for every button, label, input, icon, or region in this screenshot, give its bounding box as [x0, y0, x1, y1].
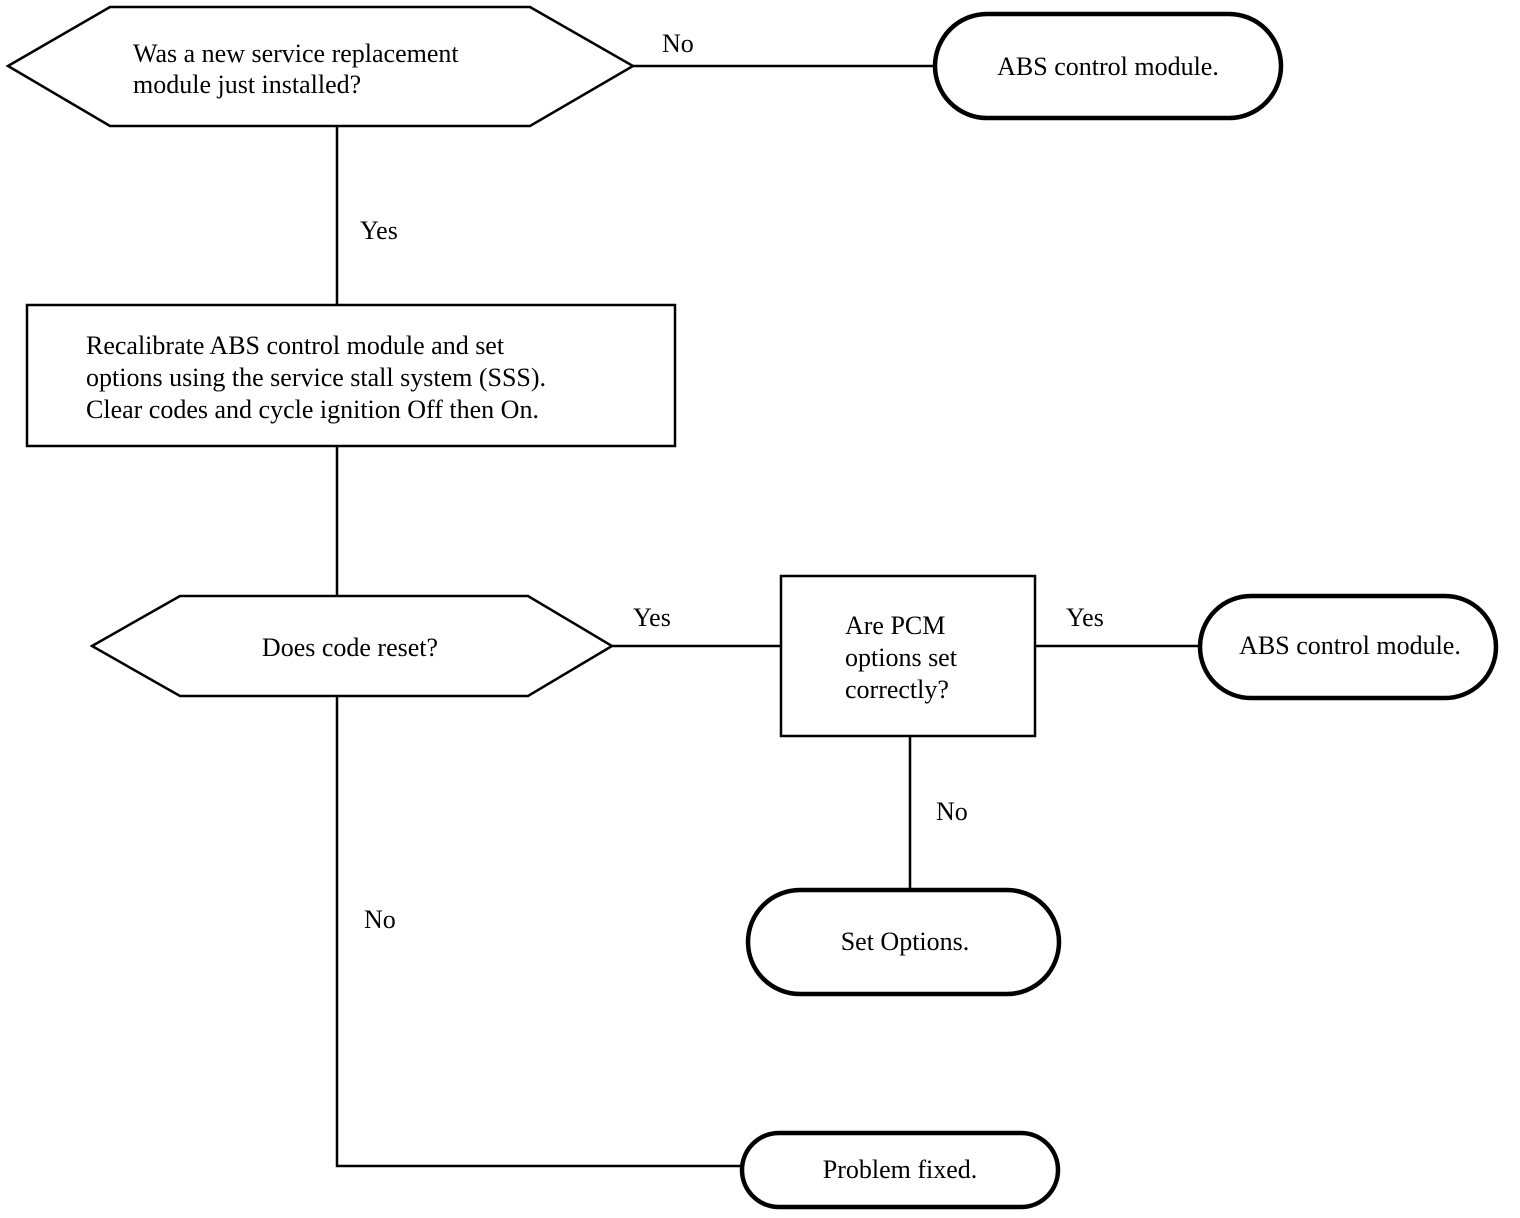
decision-pcm-options: Are PCM options set correctly?: [779, 574, 1037, 738]
terminal-set-options-shape: [745, 887, 1062, 997]
decision-new-module-shape: [5, 5, 636, 128]
terminal-set-options-text: Set Options.: [841, 927, 970, 956]
connectors: [335, 64, 1200, 1168]
decision-code-reset-shape: [89, 594, 615, 698]
process-recalibrate-text: Recalibrate ABS control module and set o…: [86, 331, 553, 424]
process-recalibrate-shape: [25, 303, 677, 448]
terminal-problem-fixed-shape: [739, 1130, 1061, 1210]
terminal-abs-right-text: ABS control module.: [1239, 631, 1461, 660]
terminal-abs-top-shape: [932, 11, 1284, 121]
edge-label-pcm-no: No: [936, 797, 968, 826]
decision-new-module: Was a new service replacement module jus…: [5, 5, 636, 128]
terminal-problem-fixed-text: Problem fixed.: [823, 1155, 978, 1184]
edge-label-new-module-no: No: [662, 29, 694, 58]
terminal-set-options: Set Options.: [745, 887, 1062, 997]
edge-label-code-reset-yes: Yes: [633, 603, 671, 632]
terminal-abs-control-module-right: ABS control module.: [1197, 593, 1499, 701]
edge-label-code-reset-no: No: [364, 905, 396, 934]
terminal-problem-fixed: Problem fixed.: [739, 1130, 1061, 1210]
decision-code-reset: Does code reset?: [89, 594, 615, 698]
edge-label-pcm-yes: Yes: [1066, 603, 1104, 632]
connector-code-reset-no: [335, 696, 742, 1168]
terminal-abs-right-shape: [1197, 593, 1499, 701]
process-recalibrate: Recalibrate ABS control module and set o…: [25, 303, 677, 448]
decision-pcm-options-shape: [779, 574, 1037, 738]
edge-label-new-module-yes: Yes: [360, 216, 398, 245]
decision-pcm-options-text: Are PCM options set correctly?: [845, 611, 963, 704]
terminal-abs-top-text: ABS control module.: [997, 52, 1219, 81]
decision-new-module-text: Was a new service replacement module jus…: [133, 39, 465, 99]
terminal-abs-control-module-top: ABS control module.: [932, 11, 1284, 121]
decision-code-reset-text: Does code reset?: [262, 633, 438, 662]
